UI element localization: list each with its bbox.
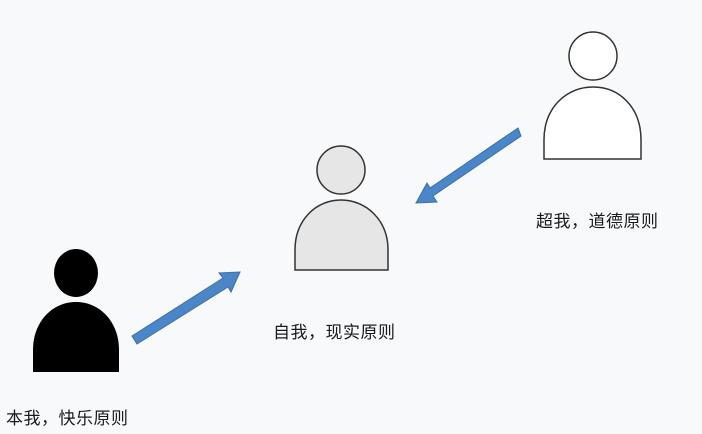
arrow-id-to-ego-icon xyxy=(131,271,241,345)
id-person-icon xyxy=(33,249,119,372)
superego-label: 超我，道德原则 xyxy=(536,212,659,232)
superego-person-icon xyxy=(543,31,642,160)
ego-person-icon xyxy=(294,145,389,271)
ego-label: 自我，现实原则 xyxy=(273,323,396,343)
id-label: 本我，快乐原则 xyxy=(6,409,129,429)
arrow-superego-to-ego-icon xyxy=(415,127,522,204)
